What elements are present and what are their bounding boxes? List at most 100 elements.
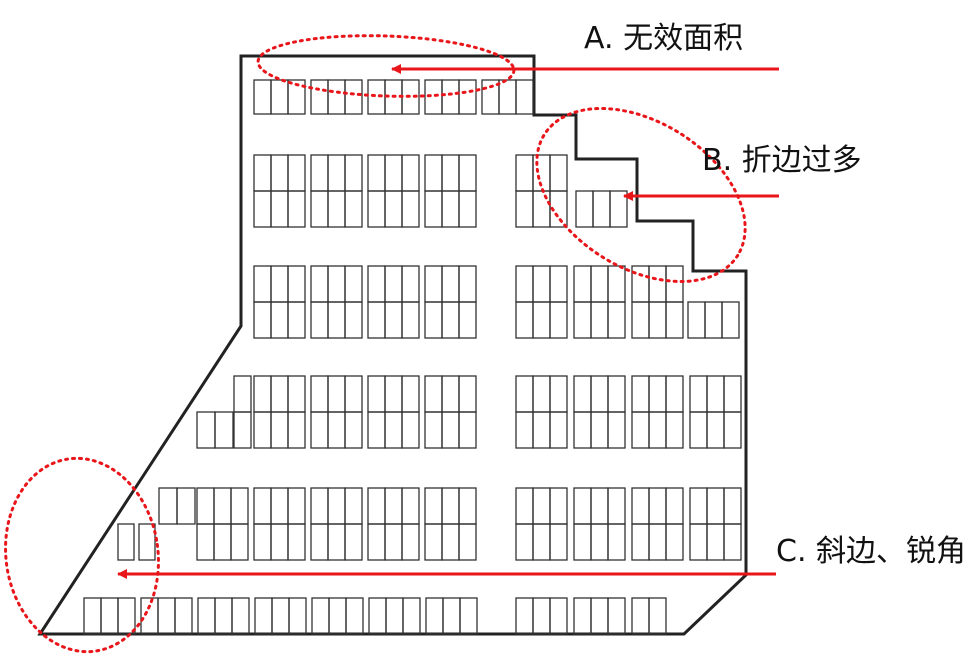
parking-stall: [441, 79, 460, 115]
parking-stall: [607, 597, 626, 635]
parking-stall: [723, 487, 742, 525]
parking-stall: [704, 301, 723, 339]
parking-stall: [458, 301, 477, 339]
parking-stall: [310, 523, 329, 561]
parking-stall: [515, 190, 534, 228]
parking-stall: [385, 597, 404, 635]
parking-stall: [515, 411, 534, 449]
parking-stall: [253, 154, 272, 192]
parking-stall: [515, 154, 534, 192]
parking-stall: [706, 411, 725, 449]
parking-stall: [368, 597, 387, 635]
parking-stall: [706, 523, 725, 561]
parking-stall: [532, 190, 551, 228]
parking-stall: [231, 597, 250, 635]
parking-stall: [327, 154, 346, 192]
parking-stall: [117, 597, 136, 635]
parking-stall: [590, 523, 609, 561]
parking-stall: [458, 375, 477, 413]
parking-stall: [590, 265, 609, 303]
parking-stall: [706, 375, 725, 413]
parking-stall: [721, 301, 740, 339]
parking-stall: [253, 411, 272, 449]
parking-stall: [344, 523, 363, 561]
parking-stall: [590, 301, 609, 339]
parking-stall: [532, 523, 551, 561]
parking-stall: [631, 487, 650, 525]
parking-stall: [590, 411, 609, 449]
parking-stall: [573, 265, 592, 303]
parking-stall: [196, 411, 216, 449]
parking-stall: [270, 411, 289, 449]
parking-stall: [458, 523, 477, 561]
parking-stall: [401, 375, 420, 413]
parking-stall: [270, 154, 289, 192]
parking-stall: [367, 375, 386, 413]
parking-stall: [441, 301, 460, 339]
parking-stall: [648, 301, 667, 339]
parking-stall: [458, 265, 477, 303]
parking-stall: [327, 79, 346, 115]
parking-stall: [367, 411, 386, 449]
parking-stall: [344, 154, 363, 192]
parking-stall: [515, 487, 534, 525]
parking-stall: [590, 597, 609, 635]
parking-stall: [344, 265, 363, 303]
parking-stall: [609, 190, 628, 228]
parking-stall: [549, 154, 568, 192]
annotation-b-label: B. 折边过多: [702, 143, 862, 178]
parking-stall: [573, 487, 592, 525]
parking-stall: [648, 265, 667, 303]
parking-stall: [117, 523, 135, 561]
parking-stall: [607, 265, 626, 303]
parking-stall: [233, 411, 252, 449]
parking-stall: [532, 265, 551, 303]
parking-stall: [424, 375, 443, 413]
parking-stall: [401, 411, 420, 449]
parking-stall: [441, 487, 460, 525]
parking-stall: [401, 523, 420, 561]
parking-stall: [311, 597, 330, 635]
parking-stall: [458, 411, 477, 449]
parking-stall: [327, 190, 346, 228]
parking-stall: [327, 523, 346, 561]
parking-stall: [549, 411, 568, 449]
parking-stall: [174, 597, 193, 635]
parking-stall: [515, 301, 534, 339]
parking-stall: [592, 190, 611, 228]
parking-stall: [367, 265, 386, 303]
annotation-a-label: A. 无效面积: [584, 21, 744, 56]
parking-stall: [344, 411, 363, 449]
parking-stall: [344, 487, 363, 525]
parking-stall: [310, 190, 329, 228]
parking-stall: [401, 265, 420, 303]
parking-stall: [367, 487, 386, 525]
parking-stall: [310, 79, 329, 115]
problem-area-b-outline: [535, 107, 747, 283]
parking-stall: [458, 79, 477, 115]
parking-stall: [233, 375, 252, 413]
parking-stall: [213, 523, 232, 561]
parking-stall: [648, 375, 667, 413]
building-outline: [37, 54, 748, 636]
parking-stall: [515, 597, 534, 635]
parking-stall: [384, 487, 403, 525]
parking-stall: [310, 411, 329, 449]
parking-stall: [549, 375, 568, 413]
parking-stall: [327, 301, 346, 339]
parking-stall: [689, 411, 708, 449]
parking-stall: [310, 375, 329, 413]
parking-stall: [140, 597, 159, 635]
parking-stall: [648, 597, 667, 635]
parking-stall: [631, 597, 650, 635]
parking-stall: [723, 523, 742, 561]
parking-stall: [607, 301, 626, 339]
parking-stall: [367, 301, 386, 339]
parking-stall: [287, 190, 306, 228]
parking-stall: [532, 375, 551, 413]
parking-stall: [327, 265, 346, 303]
parking-stall: [573, 411, 592, 449]
parking-stall: [197, 597, 216, 635]
parking-stall: [287, 79, 306, 115]
parking-stall: [213, 487, 232, 525]
